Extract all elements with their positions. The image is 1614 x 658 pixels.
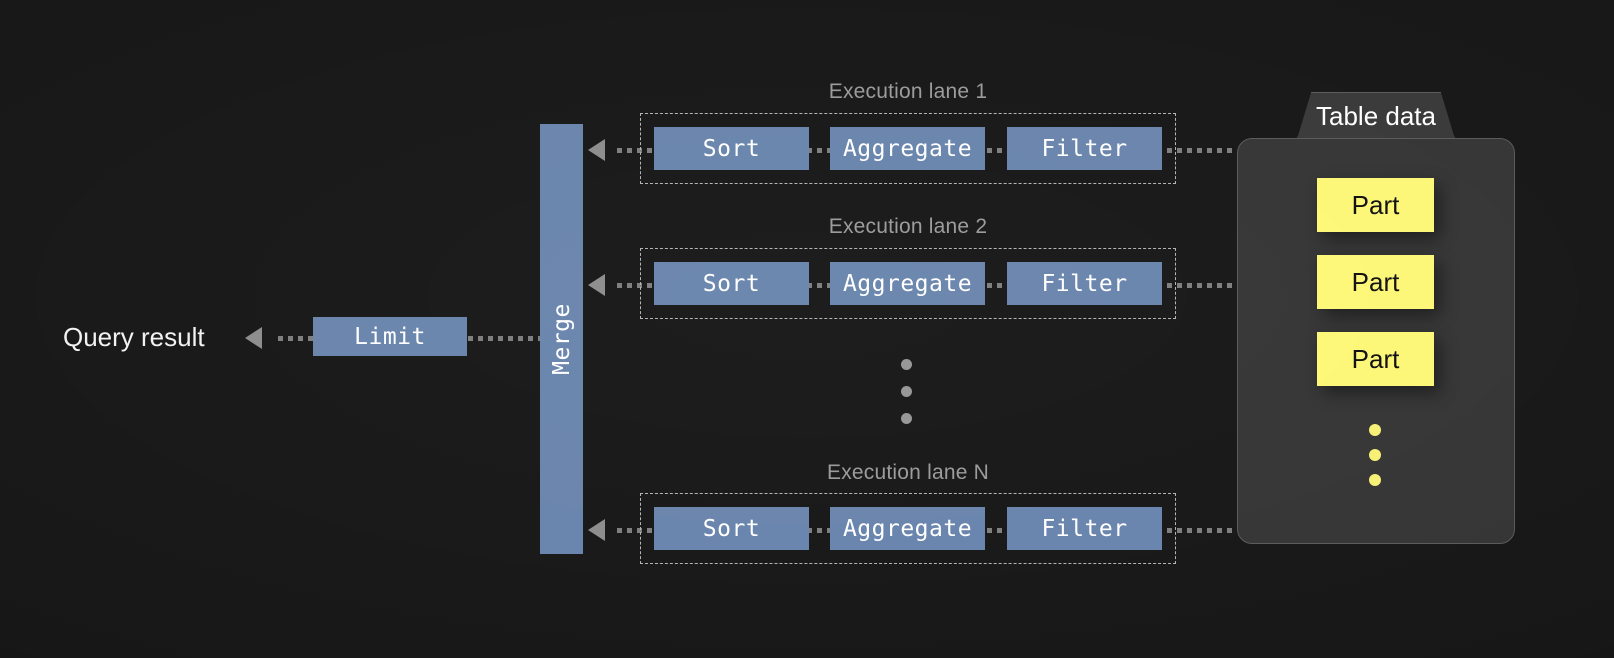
part-ellipsis: [1369, 424, 1381, 486]
lane-ellipsis: [901, 359, 912, 424]
ellipsis-dot: [1369, 449, 1381, 461]
operator-label: Aggregate: [842, 515, 973, 542]
arrow-left-icon-query-result: [245, 327, 262, 349]
operator-filter-lane-2[interactable]: Filter: [1007, 262, 1162, 305]
operator-aggregate-lane-2[interactable]: Aggregate: [830, 262, 985, 305]
operator-label: Sort: [702, 270, 761, 297]
merge-label: Merge: [548, 303, 575, 375]
ellipsis-dot: [1369, 474, 1381, 486]
operator-aggregate-lane-1[interactable]: Aggregate: [830, 127, 985, 170]
operator-sort-lane-n[interactable]: Sort: [654, 507, 809, 550]
operator-label: Sort: [702, 135, 761, 162]
part-box-3[interactable]: Part: [1317, 332, 1434, 386]
operator-sort-lane-1[interactable]: Sort: [654, 127, 809, 170]
query-result-label: Query result: [63, 322, 205, 352]
ellipsis-dot: [901, 386, 912, 397]
operator-filter-lane-1[interactable]: Filter: [1007, 127, 1162, 170]
operator-label: Filter: [1041, 270, 1128, 297]
lane-label-n: Execution lane N: [827, 461, 989, 484]
operator-filter-lane-n[interactable]: Filter: [1007, 507, 1162, 550]
lane-box-2: [640, 248, 1176, 319]
arrow-left-icon-lane-n: [588, 519, 605, 541]
ellipsis-dot: [901, 359, 912, 370]
arrow-left-icon-lane-2: [588, 274, 605, 296]
operator-label: Filter: [1041, 515, 1128, 542]
operator-label: Aggregate: [842, 270, 973, 297]
lane-label-2: Execution lane 2: [828, 215, 988, 238]
merge-bar[interactable]: Merge: [540, 124, 583, 554]
part-box-2[interactable]: Part: [1317, 255, 1434, 309]
table-data-frame-tab: Table data: [1297, 92, 1455, 139]
operator-label: Aggregate: [842, 135, 973, 162]
operator-label: Filter: [1041, 135, 1128, 162]
part-box-1[interactable]: Part: [1317, 178, 1434, 232]
limit-box[interactable]: Limit: [313, 317, 467, 356]
operator-label: Sort: [702, 515, 761, 542]
ellipsis-dot: [901, 413, 912, 424]
part-label: Part: [1351, 266, 1400, 297]
operator-sort-lane-2[interactable]: Sort: [654, 262, 809, 305]
lane-box-n: [640, 493, 1176, 564]
table-data-title: Table data: [1316, 100, 1436, 131]
ellipsis-dot: [1369, 424, 1381, 436]
lane-label-1: Execution lane 1: [828, 80, 988, 103]
lane-box-1: [640, 113, 1176, 184]
arrow-left-icon-lane-1: [588, 139, 605, 161]
part-label: Part: [1351, 189, 1400, 220]
limit-label: Limit: [354, 323, 426, 350]
part-label: Part: [1351, 343, 1400, 374]
operator-aggregate-lane-n[interactable]: Aggregate: [830, 507, 985, 550]
